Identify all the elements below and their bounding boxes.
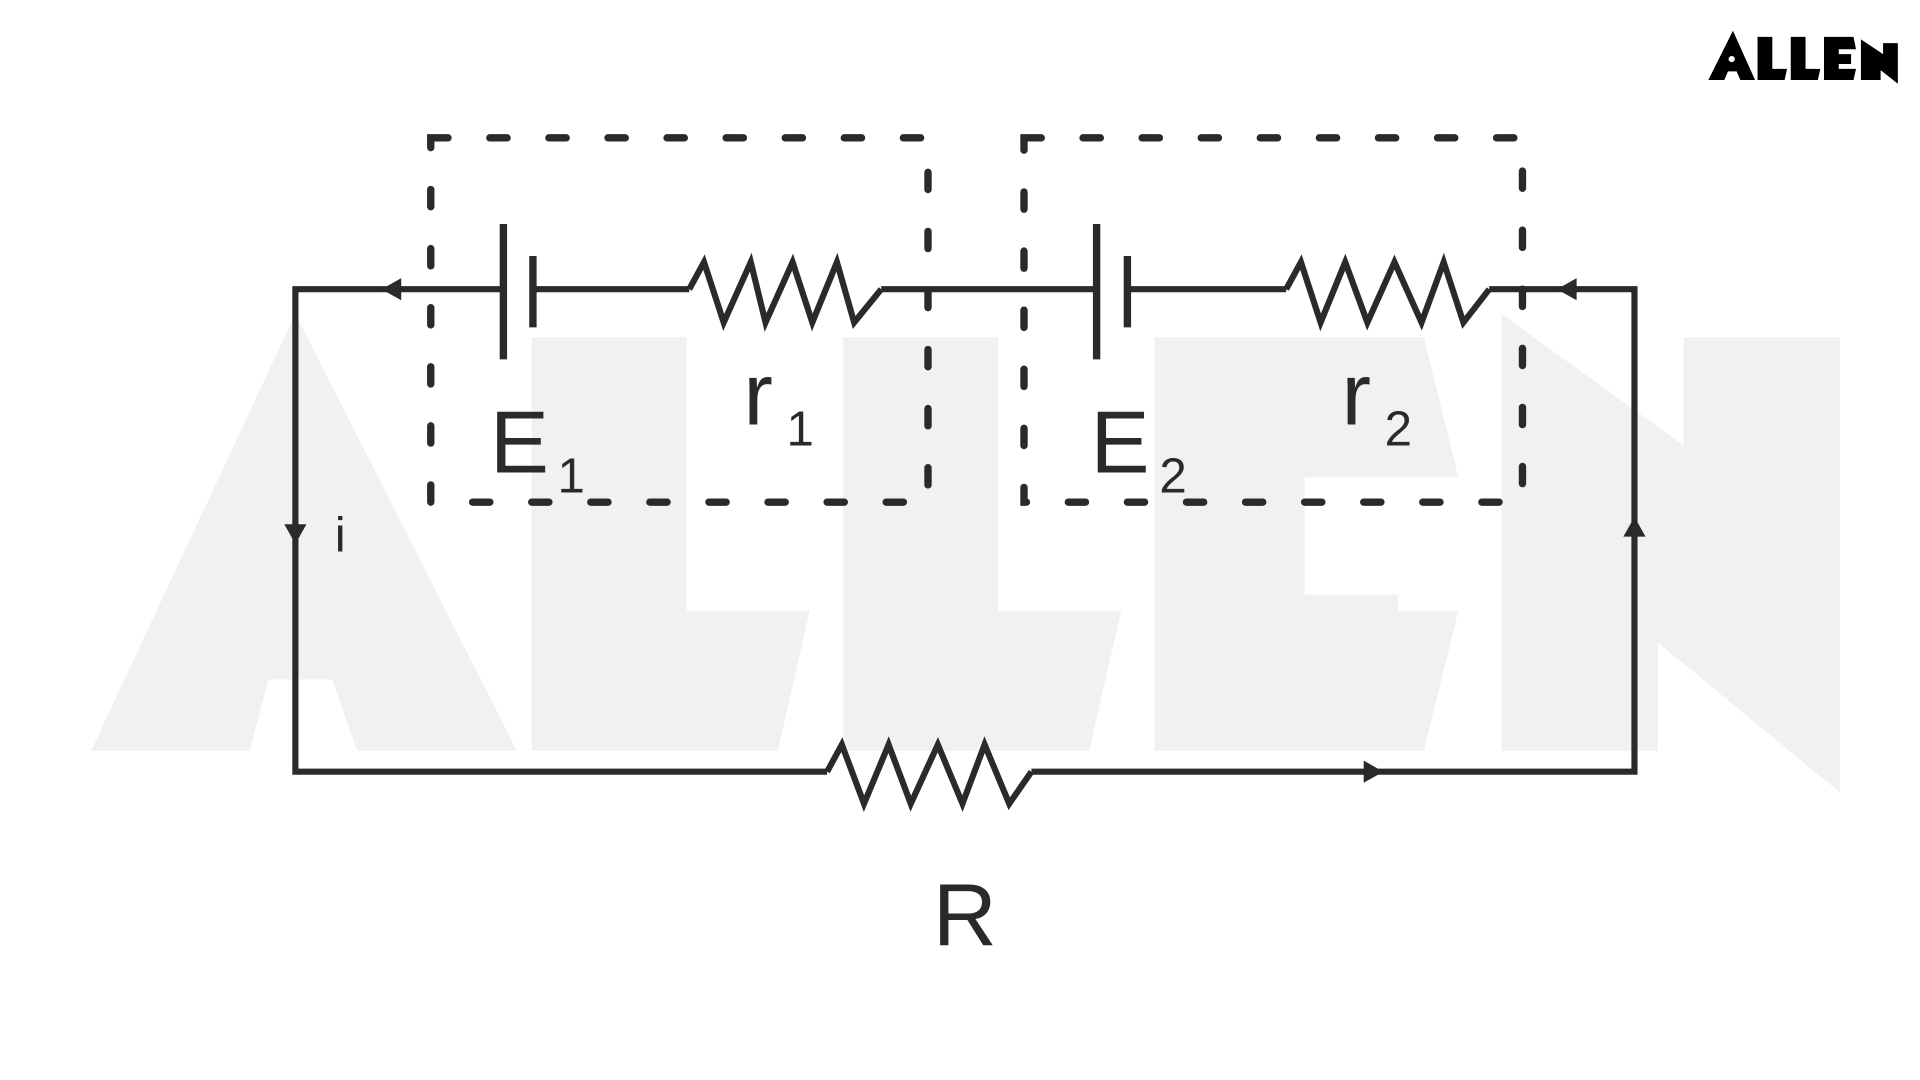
watermark <box>91 313 1840 793</box>
current-arrow-icon <box>1623 516 1646 537</box>
cell-e1 <box>499 224 537 360</box>
dashed-box-1 <box>427 134 932 506</box>
label-e1: E <box>490 393 549 492</box>
resistor-r1 <box>686 252 884 332</box>
label-e1-subscript: 1 <box>558 448 585 503</box>
dashed-box-2 <box>1020 134 1527 506</box>
label-r2-subscript: 2 <box>1385 402 1412 457</box>
resistor-r <box>824 736 1034 813</box>
label-e2-subscript: 2 <box>1159 448 1186 503</box>
label-r: R <box>933 865 997 964</box>
resistor-r2 <box>1283 252 1492 332</box>
allen-logo <box>1708 30 1898 84</box>
label-r2: r <box>1342 345 1372 444</box>
label-e2: E <box>1090 393 1149 492</box>
current-arrow-icon <box>1363 760 1384 783</box>
current-arrow-icon <box>381 278 402 301</box>
label-r1-subscript: 1 <box>786 402 813 457</box>
label-current: i <box>335 507 346 562</box>
cell-e2 <box>1092 224 1132 360</box>
current-arrow-icon <box>284 524 307 544</box>
current-arrow-icon <box>1556 278 1577 301</box>
label-r1: r <box>743 345 773 444</box>
